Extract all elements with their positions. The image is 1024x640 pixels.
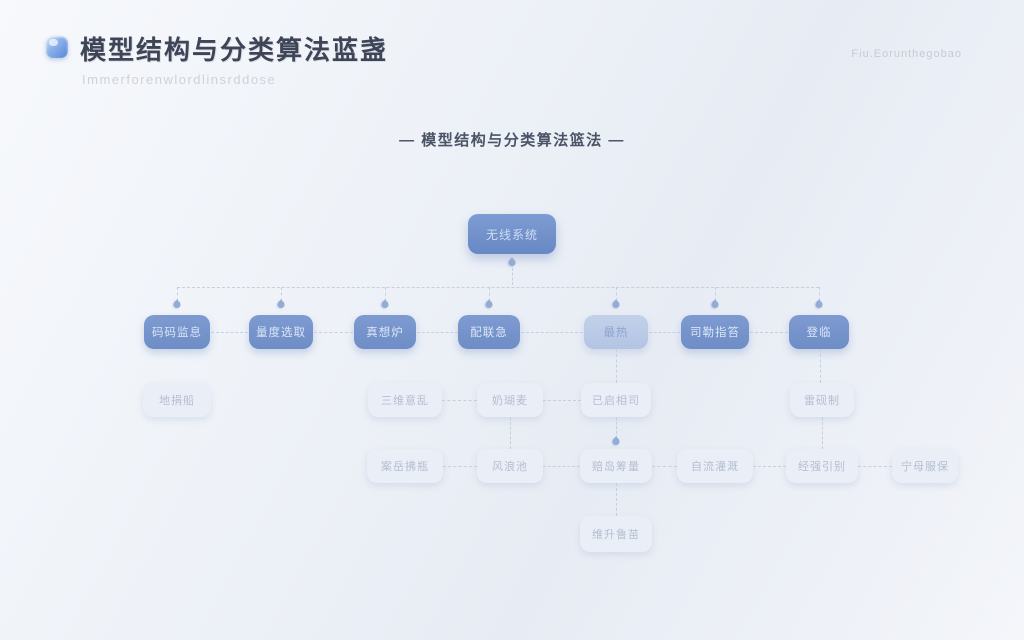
connector (543, 466, 580, 467)
tree-node-l1: 配联急 (458, 315, 520, 349)
connector (616, 349, 617, 383)
tree-root-node: 无线系统 (468, 214, 556, 254)
connector (858, 466, 892, 467)
tree-node-l3: 经强引别 (786, 449, 858, 483)
tree-node-l2: 奶瑚麦 (477, 383, 543, 417)
tree-node-l1: 最热 (584, 315, 648, 349)
connector (616, 483, 617, 516)
tree-node-l3: 案岳拂瓶 (367, 449, 443, 483)
corner-note: Fiu.Eorunthegobao (851, 48, 962, 60)
connector (820, 349, 821, 383)
connector (489, 287, 490, 301)
connector (750, 332, 788, 333)
arrow-drop-icon (276, 299, 286, 310)
arrow-drop-icon (710, 299, 720, 310)
tree-node-l2: 三维意乱 (368, 383, 442, 417)
connector (211, 332, 248, 333)
connector (417, 332, 458, 333)
connector (521, 332, 583, 333)
connector (616, 287, 617, 301)
tree-node-l1: 司勒指笞 (681, 315, 749, 349)
connector (314, 332, 353, 333)
arrow-drop-icon (611, 436, 621, 447)
tree-node-l4: 维升鲁苗 (580, 516, 652, 552)
tree-node-l2: 已启相司 (581, 383, 651, 417)
connector-bus (177, 287, 819, 288)
tree-node-l1: 登临 (789, 315, 849, 349)
tree-node-l1: 码码监息 (144, 315, 210, 349)
connector (715, 287, 716, 301)
connector (753, 466, 786, 467)
connector (652, 466, 677, 467)
connector (443, 466, 477, 467)
tree-node-l1: 量度选取 (249, 315, 313, 349)
connector (177, 287, 178, 301)
connector (442, 400, 477, 401)
connector (543, 400, 581, 401)
tree-node-l1: 真想炉 (354, 315, 416, 349)
tree-node-l3: 宁母服保 (892, 449, 958, 483)
connector (281, 287, 282, 301)
arrow-drop-icon (380, 299, 390, 310)
arrow-drop-icon (507, 257, 517, 268)
connector (510, 417, 511, 449)
connector (649, 332, 680, 333)
arrow-drop-icon (814, 299, 824, 310)
app-logo-icon (46, 36, 68, 58)
connector (385, 287, 386, 301)
arrow-drop-icon (484, 299, 494, 310)
page-title: 模型结构与分类算法蓝盏 (80, 35, 389, 65)
tree-node-l3: 赔岛筹量 (580, 449, 652, 483)
tree-node-l3: 风浪池 (477, 449, 543, 483)
arrow-drop-icon (172, 299, 182, 310)
tree-node-l2: 地捐船 (143, 383, 211, 417)
connector (512, 254, 513, 285)
arrow-drop-icon (611, 299, 621, 310)
connector (819, 287, 820, 301)
connector (822, 417, 823, 449)
page-subtitle: Immerforenwlordlinsrddose (82, 72, 277, 87)
diagram-heading: — 模型结构与分类算法篮法 — (399, 132, 625, 149)
tree-node-l2: 雷砚制 (790, 383, 854, 417)
connector (616, 417, 617, 443)
tree-node-l3: 自流灌溉 (677, 449, 753, 483)
